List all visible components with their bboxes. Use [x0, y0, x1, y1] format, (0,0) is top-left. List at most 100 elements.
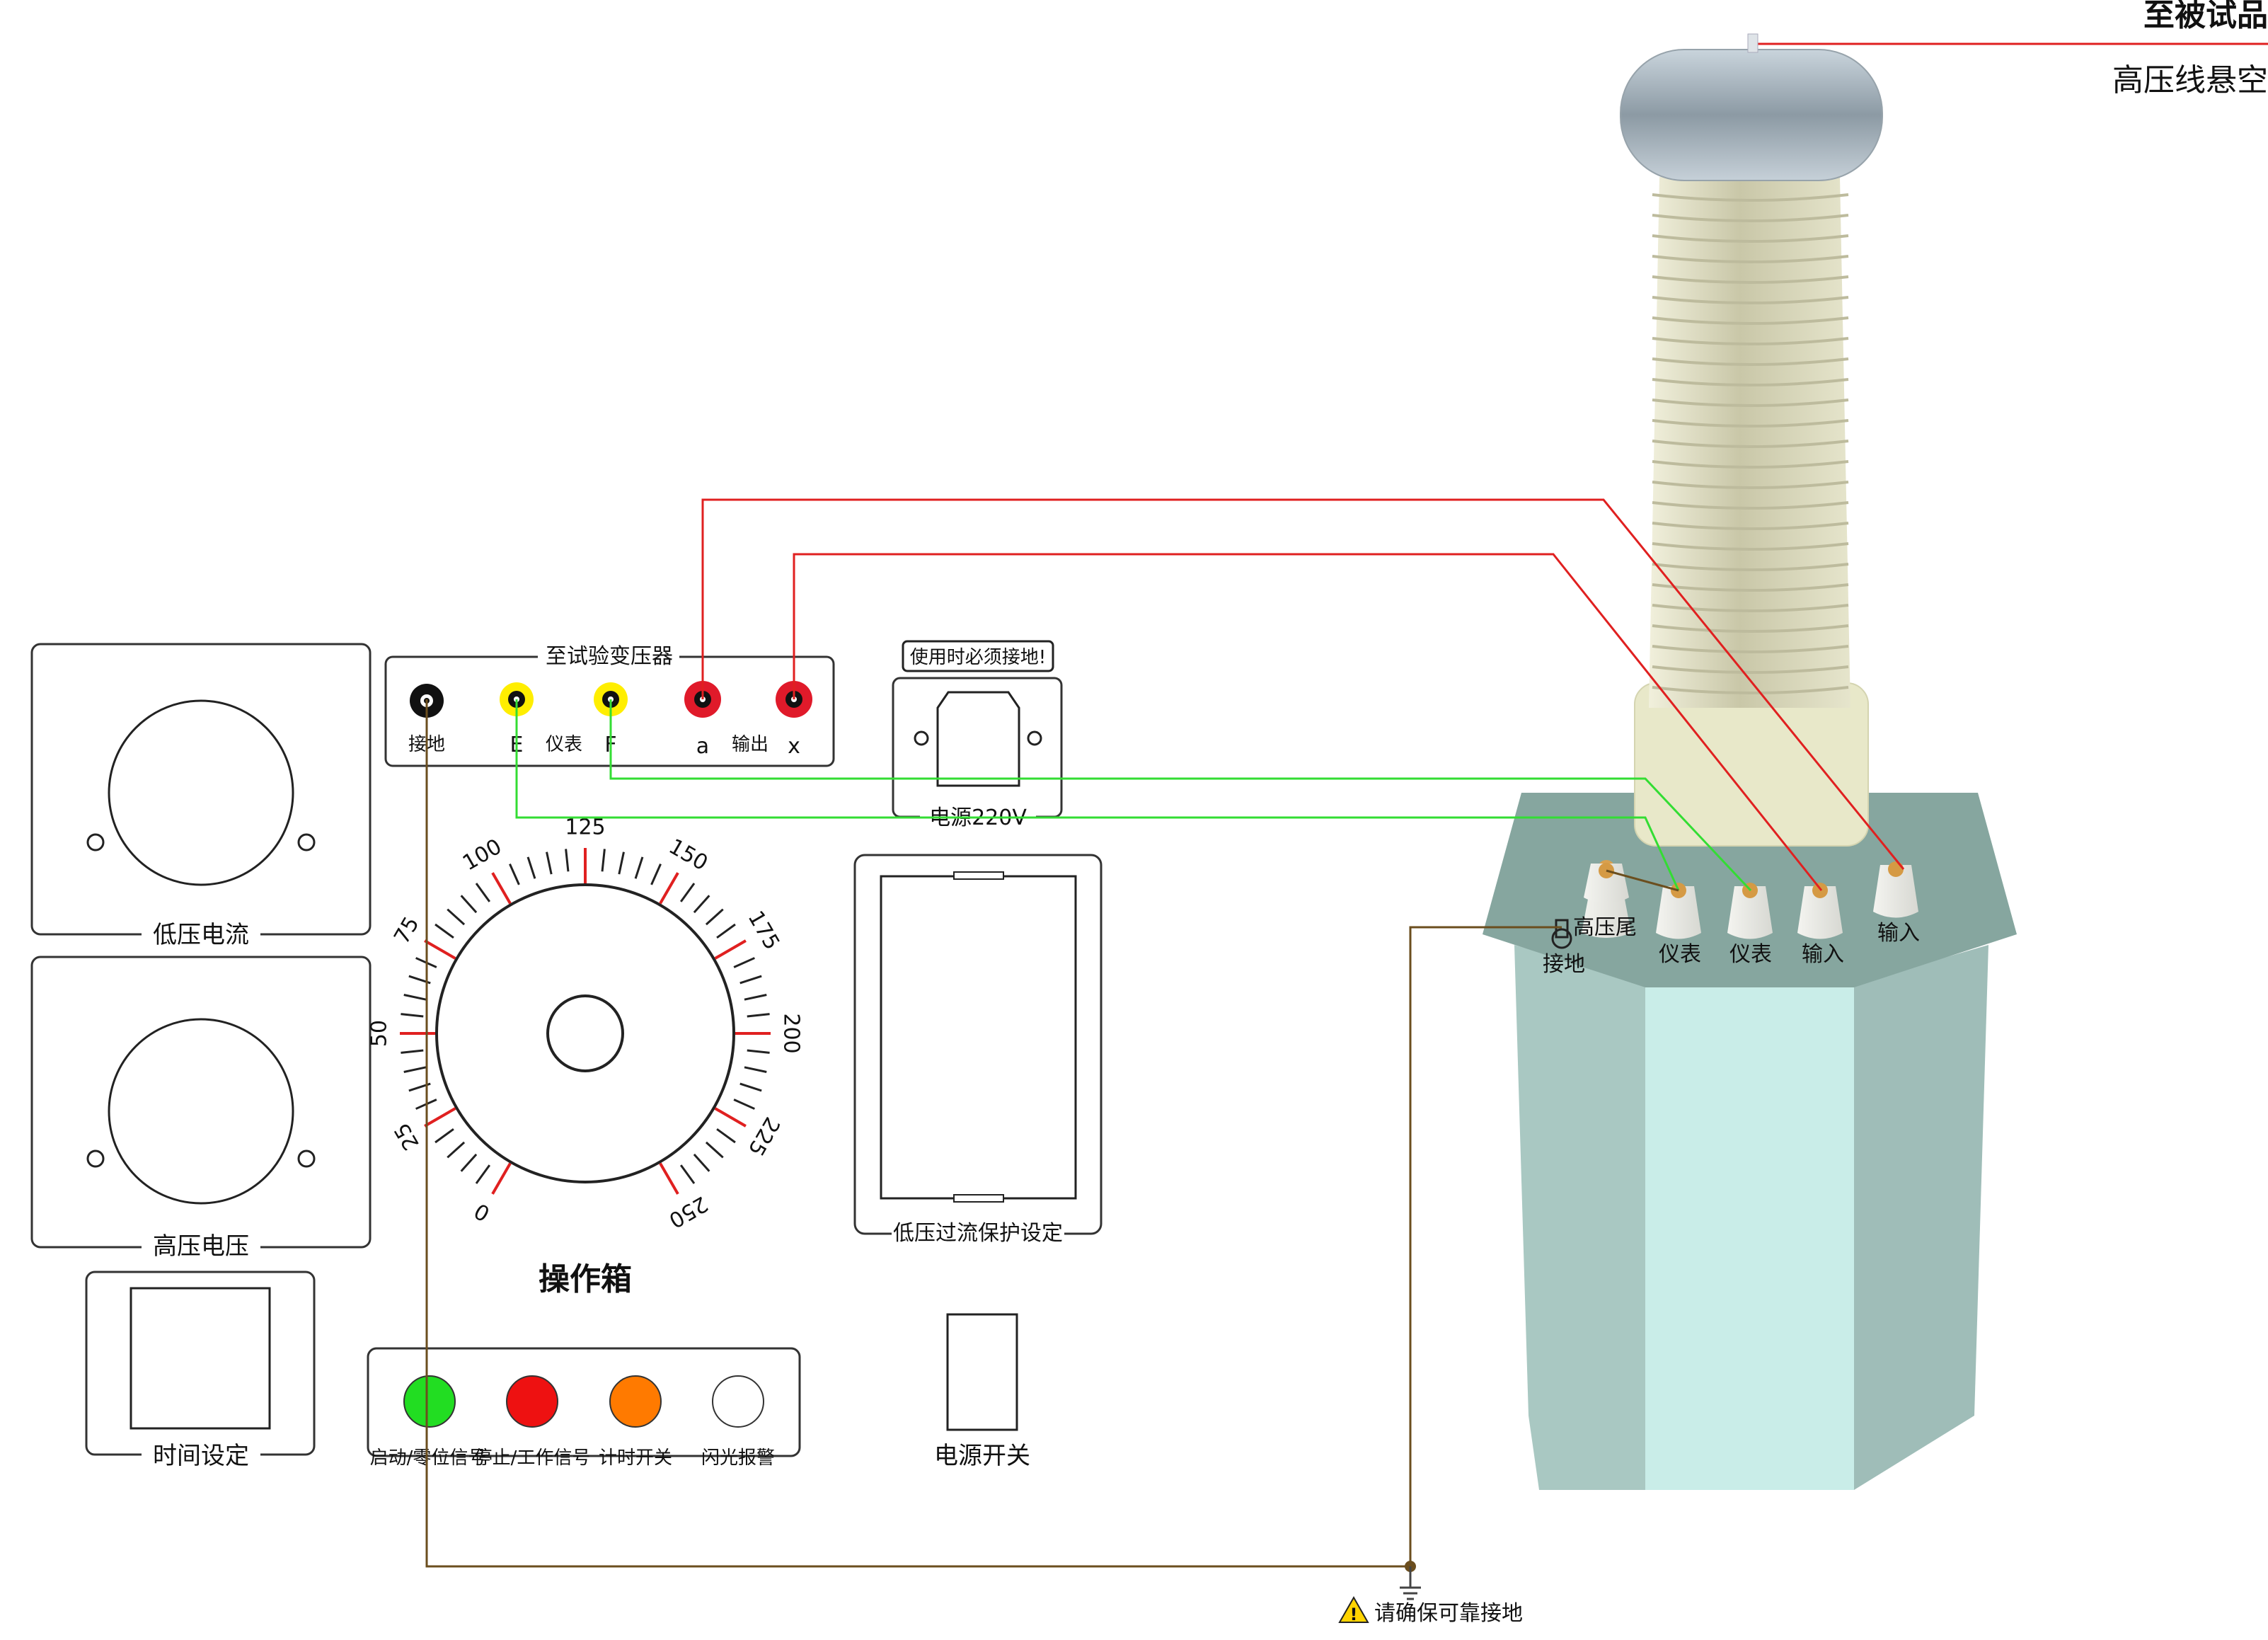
indicator-label-timer: 计时开关	[599, 1447, 672, 1469]
dial-tick	[679, 1164, 696, 1184]
dial-tick-label: 100	[459, 835, 506, 876]
indicator-lamp	[712, 1375, 764, 1428]
dial-tick	[509, 864, 520, 885]
dial-tick	[650, 864, 662, 885]
top-electrode-cap	[1620, 49, 1883, 181]
timer-setting: 时间设定	[85, 1271, 316, 1470]
ground-wire-panel	[425, 699, 1410, 1568]
dial-knob	[546, 994, 624, 1072]
jack-x-label: x	[788, 734, 800, 759]
dial-tick	[618, 851, 625, 875]
terminal-cup-input1	[1797, 886, 1843, 939]
dial-tick	[659, 1162, 679, 1195]
indicator-lamp	[609, 1375, 662, 1428]
dial-tick	[714, 1107, 747, 1128]
dial-tick	[403, 1066, 427, 1073]
green-wire-E	[515, 699, 1680, 891]
dial-tick-label: 50	[367, 1020, 392, 1047]
dial-tick-label: 125	[565, 815, 605, 840]
ground-warning-text: 请确保可靠接地	[1374, 1601, 1523, 1626]
meter-low-current: 低压电流	[30, 643, 372, 949]
meter-jacks-label: 仪表	[546, 734, 582, 755]
dial-tick	[693, 895, 710, 914]
label-transformer-ground: 接地	[1543, 952, 1585, 977]
dial-tick-label: 225	[743, 1113, 785, 1160]
insulator-column	[1634, 177, 1869, 847]
dial-tick	[460, 895, 478, 914]
dial-tick	[747, 1049, 770, 1054]
warning-triangle-icon: !	[1338, 1595, 1369, 1624]
dial-tick	[747, 1013, 770, 1018]
dial-tick	[739, 975, 762, 985]
terminal-cup-input2	[1873, 865, 1918, 918]
time-setting-label: 时间设定	[153, 1442, 249, 1470]
wires	[425, 498, 1905, 1568]
dial-tick	[447, 1141, 466, 1159]
ground-knob-icon	[1551, 928, 1572, 949]
dial-tick	[447, 908, 466, 926]
test-transformer: 高压尾 接地 仪表 仪表 输入 输入	[1483, 33, 2017, 1490]
ground-symbol-icon	[1400, 1566, 1421, 1600]
hv-tail-link	[1606, 869, 1679, 892]
dial-tick-label: 175	[743, 907, 785, 954]
dial-tick	[679, 883, 696, 902]
dial-tick	[716, 1128, 736, 1144]
overcurrent-setting: 低压过流保护设定	[853, 854, 1103, 1247]
indicator-panel	[367, 1347, 801, 1457]
dial-tick	[475, 1164, 491, 1184]
dial-tick	[434, 923, 454, 939]
dial-tick	[705, 908, 724, 926]
transformer-body-right	[1854, 945, 1988, 1490]
dial-tick	[403, 994, 427, 1001]
dial-tick	[744, 994, 767, 1001]
dial-tick	[733, 957, 755, 968]
overcurrent-label: 低压过流保护设定	[893, 1221, 1063, 1246]
dial-tick	[601, 849, 606, 872]
power-switch: 电源开关	[934, 1313, 1030, 1470]
terminal-cup-meter1	[1656, 886, 1701, 939]
power-socket: 使用时必须接地! 电源220V	[892, 640, 1063, 832]
dial-tick	[434, 1128, 454, 1144]
top-electrode-stud	[1747, 33, 1758, 53]
dial-tick	[705, 1141, 724, 1159]
dial-tick	[716, 923, 736, 939]
terminal-box-title: 至试验变压器	[546, 644, 673, 669]
dial-tick	[744, 1066, 767, 1073]
dial-tick	[424, 1107, 456, 1128]
dial-tick	[659, 872, 679, 905]
dial-tick	[401, 1013, 424, 1018]
indicator-label-alarm: 闪光报警	[701, 1447, 775, 1469]
operation-box-title: 操作箱	[539, 1261, 632, 1297]
jack-a-label: a	[696, 734, 709, 759]
red-wire-a	[701, 498, 1905, 870]
dial-tick-label: 250	[664, 1191, 712, 1233]
dial-tick	[739, 1082, 762, 1092]
dial-tick-label: 75	[389, 912, 424, 948]
dial-tick	[460, 1153, 478, 1172]
hv-wire-floating-text: 高压线悬空	[2112, 62, 2268, 98]
dial-tick	[424, 939, 456, 960]
high-voltage-label: 高压电压	[153, 1232, 249, 1261]
ground-required-warning: 使用时必须接地!	[910, 647, 1046, 668]
transformer-body-front	[1645, 984, 1854, 1490]
socket-outline	[936, 691, 1020, 787]
ground-wire-transformer	[1409, 926, 1562, 1566]
label-meter-2: 仪表	[1729, 942, 1772, 967]
indicator-label-stop: 停止/工作信号	[474, 1447, 591, 1469]
dial-tick	[634, 856, 644, 879]
label-input-1: 输入	[1802, 942, 1844, 967]
dial-tick	[526, 856, 536, 879]
transformer-body-left	[1514, 945, 1645, 1490]
indicator-lamp	[403, 1375, 456, 1428]
dial-tick	[491, 1162, 512, 1195]
dial-tick	[546, 851, 553, 875]
svg-text:!: !	[1350, 1605, 1358, 1624]
dial-tick	[491, 872, 512, 905]
indicator-lamp	[506, 1375, 558, 1428]
dial-tick	[565, 849, 570, 872]
dial-tick-label: 25	[389, 1118, 424, 1154]
dial-tick	[401, 1049, 424, 1054]
dial-tick-label: 0	[470, 1198, 494, 1226]
